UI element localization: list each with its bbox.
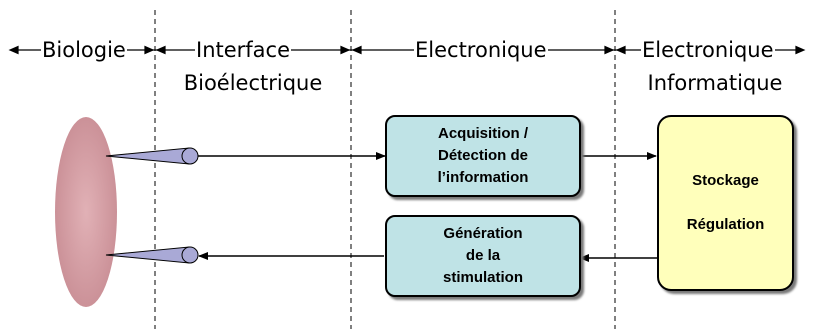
generation-box: Génération de la stimulation xyxy=(385,215,581,297)
section-biologie: Biologie xyxy=(41,38,127,62)
regulation-label: Régulation xyxy=(686,216,765,233)
generation-line-2: de la xyxy=(465,247,501,264)
section-electronique: Electronique xyxy=(414,38,548,62)
acquisition-line-3: l’information xyxy=(437,169,529,186)
generation-line-1: Génération xyxy=(443,225,523,242)
section-electro-info-line1: Electronique xyxy=(641,38,775,62)
acquisition-box: Acquisition / Détection de l’information xyxy=(385,115,581,197)
acquisition-line-2: Détection de xyxy=(437,147,528,164)
storage-label: Stockage xyxy=(692,172,759,189)
tissue-ellipse xyxy=(55,117,117,307)
section-interface-line2: Bioélectrique xyxy=(183,71,323,95)
electrode-bottom xyxy=(105,246,199,264)
acquisition-line-1: Acquisition / xyxy=(438,125,528,142)
section-electro-info-line2: Informatique xyxy=(647,71,783,95)
electrode-top xyxy=(105,147,199,165)
section-interface-line1: Interface xyxy=(195,38,292,62)
storage-regulation-box: Stockage Régulation xyxy=(657,115,794,291)
generation-line-3: stimulation xyxy=(442,269,523,286)
